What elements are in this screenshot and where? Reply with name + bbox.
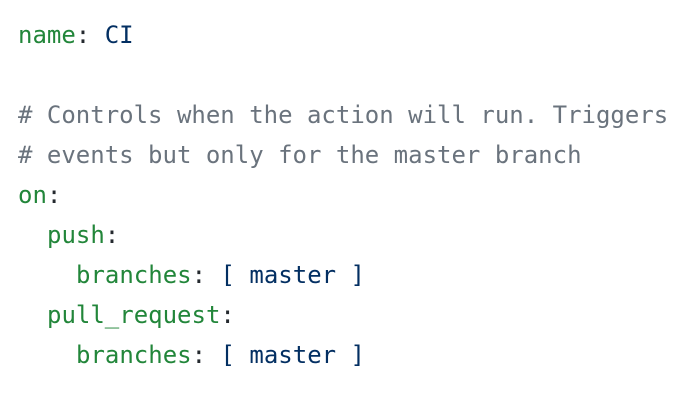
yaml-key: on	[18, 181, 47, 209]
code-line-name: name: CI	[18, 15, 668, 55]
yaml-key: push	[47, 221, 105, 249]
yaml-value: CI	[104, 21, 134, 49]
yaml-separator: :	[75, 21, 105, 49]
code-lines: name: CI # Controls when the action will…	[18, 15, 668, 375]
code-line-push-branches: branches: [ master ]	[18, 255, 668, 295]
code-line-push: push:	[18, 215, 668, 255]
yaml-separator: :	[46, 181, 62, 209]
code-line-pull-request-branches: branches: [ master ]	[18, 335, 668, 375]
code-comment-line-2: # events but only for the master branch	[18, 141, 582, 169]
yaml-separator: :	[104, 221, 120, 249]
yaml-separator: :	[220, 301, 235, 329]
yaml-separator: :	[191, 261, 221, 289]
yaml-separator: :	[191, 341, 221, 369]
code-line-on: on:	[18, 175, 668, 215]
yaml-value: [ master ]	[220, 341, 366, 369]
code-line-pull-request: pull_request:	[18, 295, 668, 335]
yaml-value: [ master ]	[220, 261, 366, 289]
yaml-key: branches	[76, 261, 192, 289]
yaml-key: pull_request	[47, 301, 221, 329]
code-comment-line-1: # Controls when the action will run. Tri…	[18, 101, 669, 129]
yaml-key: branches	[76, 341, 192, 369]
code-line-blank	[18, 55, 668, 95]
yaml-key: name	[18, 21, 76, 49]
